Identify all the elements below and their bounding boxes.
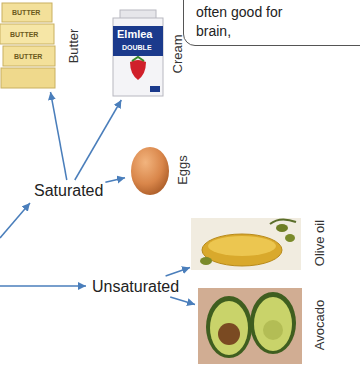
olive: [276, 224, 288, 232]
olive-oil-picture: [191, 218, 301, 270]
category-label: Unsaturated: [90, 276, 181, 297]
arrow-connector: [75, 100, 122, 180]
item-label: Avocado: [312, 300, 328, 350]
oil-bowl: [202, 234, 282, 266]
item-label: Butter: [66, 29, 82, 64]
cream-carton: [113, 10, 163, 96]
item-label: Eggs: [175, 155, 191, 185]
butter-block: [3, 46, 55, 66]
carton-body: [113, 18, 163, 96]
butter-block: [0, 24, 54, 44]
avocado-half: [206, 296, 252, 358]
note-text: often good for brain,: [196, 3, 308, 41]
carton-mark: [150, 86, 160, 92]
category-text: Unsaturated: [90, 276, 181, 297]
hands: [198, 288, 302, 364]
butter-block: [1, 68, 55, 88]
arrow-line: [0, 203, 30, 238]
package-print: Elmlea: [117, 28, 152, 41]
avocado-item: Avocado: [195, 284, 330, 366]
arrow-connector: [105, 178, 125, 183]
arrow-line: [0, 285, 86, 287]
arrow-connector: [51, 92, 67, 180]
egg: [131, 147, 169, 195]
arrow-connector: [166, 268, 190, 277]
package-print: BUTTER: [10, 30, 38, 39]
note-box: often good for brain,: [183, 0, 360, 46]
incoming-arrows: [0, 203, 86, 286]
olive: [200, 257, 212, 265]
strawberry: [130, 60, 146, 80]
olive-leaf: [270, 219, 296, 224]
avocado-pit: [218, 323, 240, 345]
avocado-picture: [198, 288, 302, 364]
item-label: Olive oil: [312, 220, 328, 266]
package-print: BUTTER: [12, 8, 40, 17]
item-label: Cream: [170, 34, 186, 73]
package-print: BUTTER: [14, 52, 42, 61]
avocado-flesh: [254, 297, 292, 351]
avocado-flesh: [210, 301, 248, 355]
category-text: Saturated: [32, 180, 105, 201]
avocado-half: [250, 292, 296, 354]
category-label: Saturated: [32, 180, 105, 201]
package-print: DOUBLE: [122, 43, 152, 52]
eggs-item: Eggs: [125, 142, 193, 198]
strawberry-leaf: [132, 57, 144, 61]
olive-oil-item: Olive oil: [190, 215, 330, 271]
carton-band: [113, 26, 163, 56]
arrow-connector: [170, 297, 195, 305]
oil-surface: [208, 236, 276, 256]
butter-block: [2, 3, 52, 22]
cream-item: Cream: [108, 8, 188, 100]
butter-picture: [0, 3, 55, 88]
olive: [285, 234, 295, 242]
photo-ground: [191, 218, 301, 270]
pit-hollow: [263, 320, 283, 340]
egg-picture: [131, 147, 169, 195]
